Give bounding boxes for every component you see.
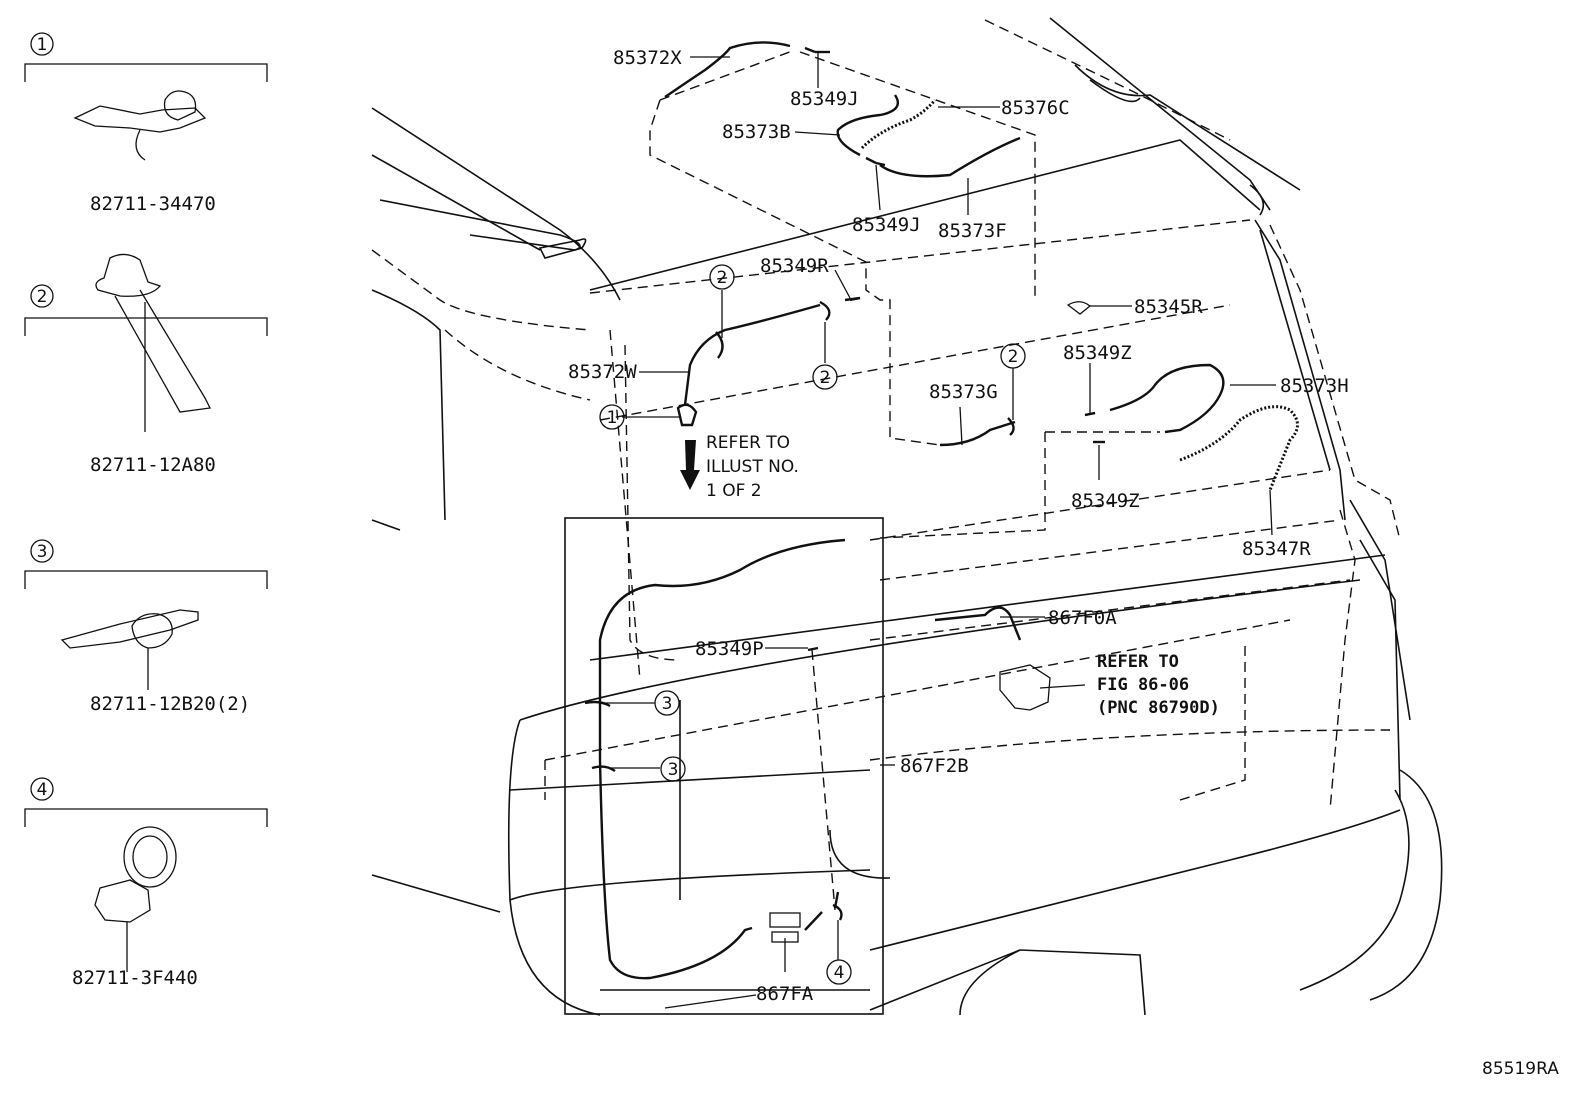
hose-85373B: [836, 94, 900, 157]
down-arrow-icon: [680, 440, 700, 490]
hose-85373G: [939, 420, 1016, 447]
clip-key-3-part: 82711-12B20(2): [90, 693, 250, 715]
hose-85372X: [664, 41, 791, 98]
part-85345R: [1066, 301, 1092, 315]
part-867FA-a: [769, 912, 801, 928]
hose-85373F: [879, 136, 1021, 178]
label-867FA: 867FA: [756, 983, 814, 1005]
hose-85372W: [683, 303, 821, 406]
clip-key-4: 4 82711-3F440: [24, 777, 268, 989]
note-fig-line1: REFER TO: [1097, 652, 1179, 672]
clip-key-4-number: 4: [37, 780, 48, 800]
clip-key: 1 82711-34470 2 82711-12A80 3 82711-12B2…: [24, 32, 268, 989]
callout-2-b: 2: [820, 368, 831, 388]
hose-867F2B: [598, 538, 846, 980]
connector-85349R: [849, 296, 861, 302]
clip-key-1-part: 82711-34470: [90, 193, 216, 215]
label-85372X: 85372X: [613, 47, 682, 69]
note-fig-line2: FIG 86-06: [1097, 675, 1189, 695]
note-refer-illust: REFER TO ILLUST NO. 1 OF 2: [706, 433, 799, 501]
note-illust-line2: ILLUST NO.: [706, 457, 799, 477]
callouts: 2 2 2 1 3 3 4: [599, 264, 1026, 985]
label-85373F: 85373F: [938, 220, 1007, 242]
label-85373G: 85373G: [929, 381, 998, 403]
hose-85347R: [1179, 405, 1299, 491]
note-fig-line3: (PNC 86790D): [1097, 698, 1220, 718]
part-washer-nozzle: [999, 664, 1051, 711]
note-illust-line1: REFER TO: [706, 433, 790, 453]
hose-85373H: [1109, 363, 1225, 434]
hoses: [598, 41, 1299, 980]
label-85349P: 85349P: [695, 638, 764, 660]
vehicle-body: [371, 17, 1443, 1016]
clip-2-shape: [95, 253, 162, 297]
label-85349J-a: 85349J: [790, 88, 859, 110]
label-85347R: 85347R: [1242, 538, 1311, 560]
note-illust-line3: 1 OF 2: [706, 481, 762, 501]
leader-lines: [600, 52, 1276, 1009]
label-85349Z-b: 85349Z: [1071, 490, 1140, 512]
hose-85376C: [860, 99, 937, 150]
clip-1-shape: [73, 105, 207, 133]
callout-2-a: 2: [717, 268, 728, 288]
clip-key-4-part: 82711-3F440: [72, 967, 198, 989]
hose-867F0A: [934, 606, 1022, 641]
clip-key-3: 3 82711-12B20(2): [24, 539, 268, 715]
clip-key-2: 2 82711-12A80: [24, 253, 268, 476]
clip-key-3-number: 3: [37, 542, 48, 562]
part-labels: 85372X 85349J 85376C 85373B 85349J 85373…: [568, 47, 1349, 1005]
note-refer-fig: REFER TO FIG 86-06 (PNC 86790D): [1097, 652, 1220, 718]
clip-4-ring: [123, 826, 177, 888]
label-85349J-b: 85349J: [852, 214, 921, 236]
detail-box: [564, 517, 884, 1015]
callout-1: 1: [607, 408, 618, 428]
clip-key-1-number: 1: [37, 35, 48, 55]
clip-key-1: 1 82711-34470: [24, 32, 268, 215]
connector-85349P: [807, 646, 819, 652]
label-867F0A: 867F0A: [1048, 607, 1117, 629]
clip-key-2-number: 2: [37, 287, 48, 307]
label-85373B: 85373B: [722, 121, 791, 143]
label-85345R: 85345R: [1134, 296, 1203, 318]
clip-4-base: [94, 879, 151, 923]
label-85372W: 85372W: [568, 361, 637, 383]
label-85349Z-a: 85349Z: [1063, 342, 1132, 364]
callout-3-a: 3: [662, 694, 673, 714]
callout-4: 4: [834, 963, 845, 983]
label-867F2B: 867F2B: [900, 755, 969, 777]
clip-key-2-part: 82711-12A80: [90, 454, 216, 476]
connector-85349Z-a: [1084, 411, 1096, 417]
callout-2-c: 2: [1008, 347, 1019, 367]
diagram-id: 85519RA: [1482, 1059, 1559, 1079]
connector-85349J-b: [875, 161, 886, 167]
label-85373H: 85373H: [1280, 375, 1349, 397]
callout-3-b: 3: [668, 760, 679, 780]
label-85376C: 85376C: [1001, 97, 1070, 119]
clip-3-shape: [60, 609, 199, 649]
label-85349R: 85349R: [760, 255, 829, 277]
